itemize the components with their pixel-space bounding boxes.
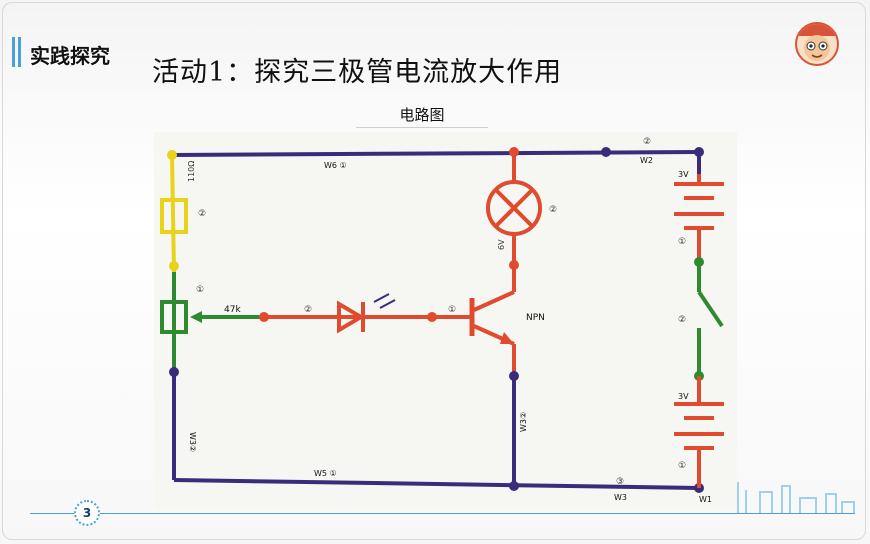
resistor-110	[160, 198, 188, 234]
skyline-decoration-icon	[737, 482, 855, 514]
wire-bottom	[173, 478, 700, 490]
w3-bottom-label: W3	[614, 493, 627, 502]
wire-yellow	[170, 154, 176, 273]
mark-2d: ②	[643, 137, 651, 147]
page-number: 3	[74, 500, 100, 526]
w2-label: W2	[640, 156, 653, 165]
mark-1: ①	[196, 285, 204, 295]
w3-mid-label: W3②	[519, 412, 528, 432]
slide-title: 活动1：探究三极管电流放大作用	[152, 57, 563, 88]
footer-line	[30, 513, 855, 514]
w5-label: W5 ①	[314, 469, 337, 478]
section-label: 实践探究	[30, 44, 110, 68]
potentiometer	[160, 300, 188, 334]
switch	[697, 290, 724, 328]
mark-1b: ①	[448, 305, 456, 315]
mark-2e: ②	[678, 315, 686, 325]
circuit-diagram: 110Ω ② ① 47k ② ① 6V ② NPN W6 ① ② W2 3V ①…	[160, 137, 724, 504]
transistor-label: NPN	[526, 313, 545, 323]
mark-1d: ①	[678, 461, 686, 471]
mark-2c: ②	[549, 205, 557, 215]
mark-2b: ②	[304, 305, 312, 315]
lamp-label: 6V	[497, 239, 506, 250]
diagram-caption: 电路图	[356, 104, 488, 128]
mark-2: ②	[198, 209, 206, 219]
battery-top-label: 3V	[678, 170, 689, 179]
w6-label: W6 ①	[324, 161, 347, 170]
resistor-label: 110Ω	[187, 161, 196, 182]
mark-3: ③	[616, 477, 624, 487]
wire-w6	[171, 150, 700, 157]
pot-label: 47k	[224, 305, 241, 315]
mark-1c: ①	[678, 237, 686, 247]
mascot-avatar-icon	[795, 22, 839, 66]
section-marker	[12, 37, 24, 67]
circuit-diagram-photo: 110Ω ② ① 47k ② ① 6V ② NPN W6 ① ② W2 3V ①…	[154, 132, 737, 509]
w3-left-label: W3②	[188, 432, 197, 452]
w1-label: W1	[699, 495, 712, 504]
photodiode	[337, 300, 365, 334]
battery-bottom-label: 3V	[678, 392, 689, 401]
